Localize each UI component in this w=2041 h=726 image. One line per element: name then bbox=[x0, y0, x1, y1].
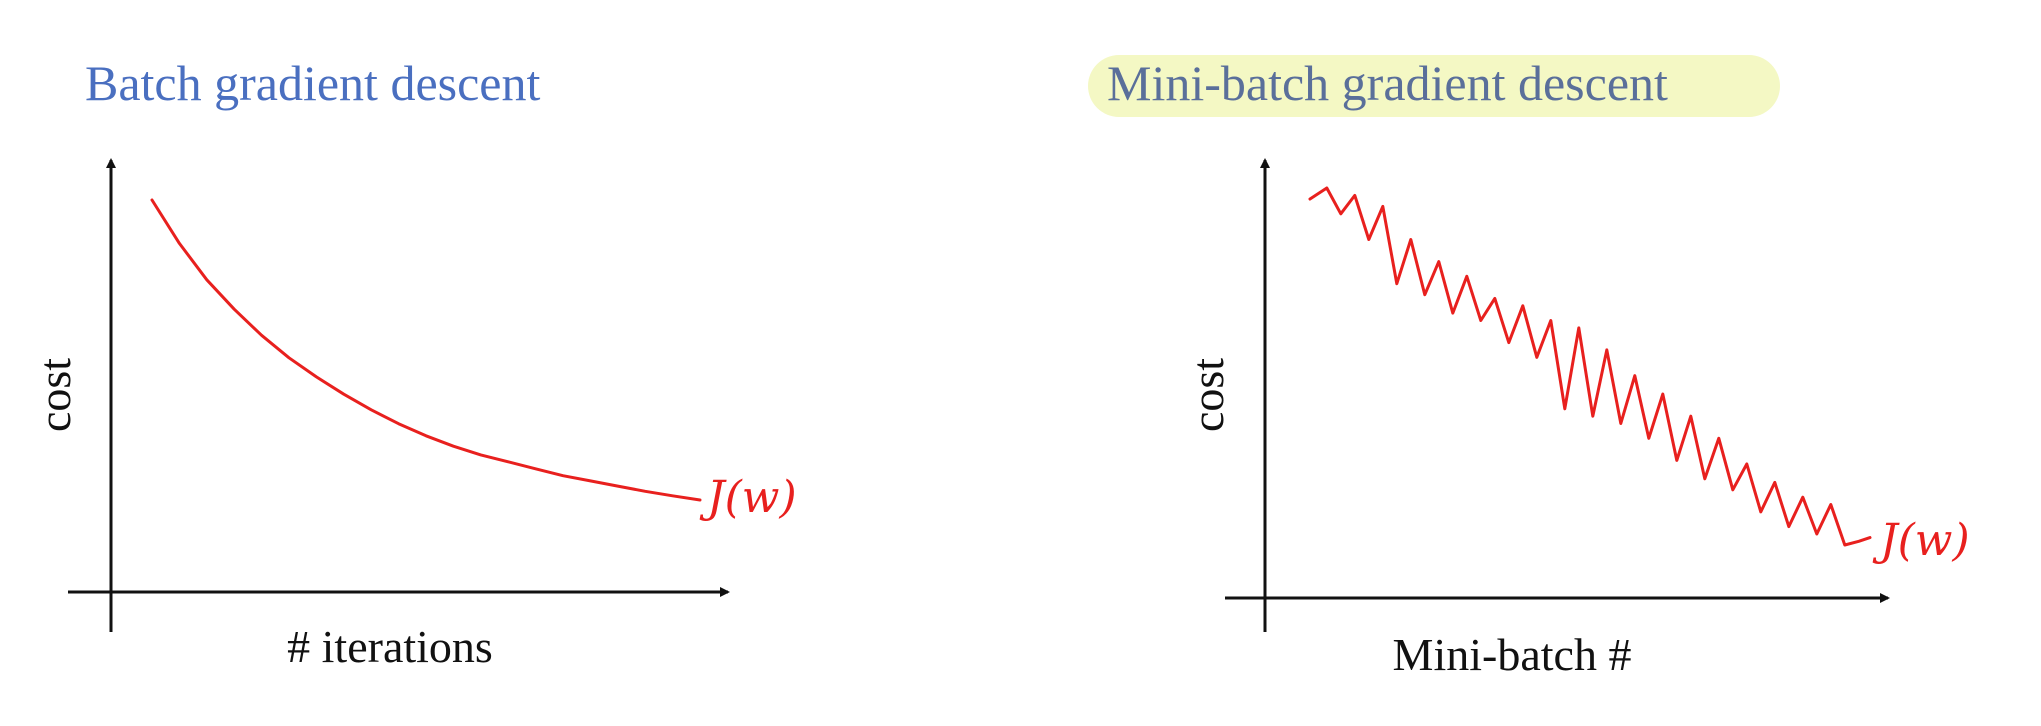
batch-cost-curve bbox=[150, 198, 702, 502]
batch-x-axis-label: # iterations bbox=[287, 621, 493, 672]
minibatch-cost-curve bbox=[1308, 186, 1872, 547]
minibatch-chart: Mini-batch gradient descent cost Mini-ba… bbox=[1088, 55, 1970, 680]
batch-chart: Batch gradient descent cost # iterations… bbox=[29, 55, 797, 672]
minibatch-y-axis-label: cost bbox=[1182, 358, 1233, 432]
minibatch-series-label: J(w) bbox=[1872, 515, 1970, 566]
batch-y-axis-label: cost bbox=[29, 358, 80, 432]
minibatch-x-axis-label: Mini-batch # bbox=[1393, 629, 1632, 680]
minibatch-title-highlight bbox=[1088, 55, 1780, 117]
minibatch-chart-title: Mini-batch gradient descent bbox=[1107, 55, 1668, 111]
batch-chart-title: Batch gradient descent bbox=[85, 55, 540, 111]
batch-series-label: J(w) bbox=[699, 472, 797, 523]
